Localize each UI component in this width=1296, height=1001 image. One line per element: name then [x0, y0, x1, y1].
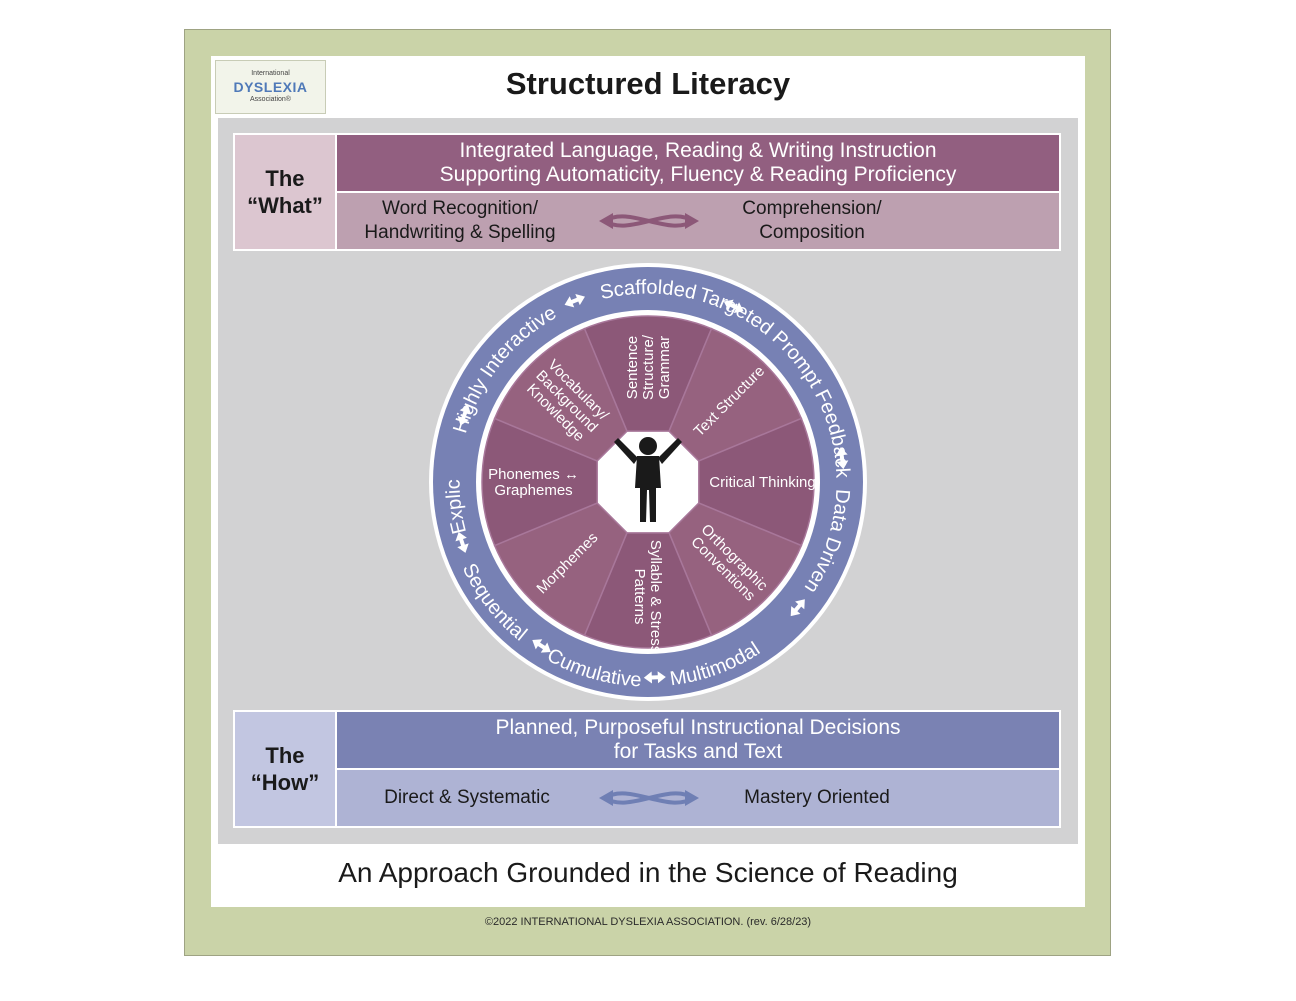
- what-left-line1: Word Recognition/: [382, 198, 538, 219]
- ring-double-arrow-icon: [723, 299, 744, 313]
- how-label: The “How”: [235, 712, 335, 826]
- wedge-label-text: Syllable & Stress: [647, 540, 664, 653]
- what-left-text: Word Recognition/ Handwriting & Spelling: [337, 193, 583, 249]
- what-separator: [337, 191, 1059, 193]
- ring-double-arrow-icon: [643, 671, 666, 684]
- wedge-label-text: Grammar: [656, 336, 673, 399]
- ring-double-arrow-icon: [790, 599, 805, 617]
- how-separator: [337, 768, 1059, 770]
- what-header: Integrated Language, Reading & Writing I…: [337, 135, 1059, 191]
- how-left: Direct & Systematic: [384, 787, 550, 808]
- what-divider: [335, 135, 337, 249]
- ring-double-arrow-icon: [457, 404, 471, 426]
- what-header-line2: Supporting Automaticity, Fluency & Readi…: [439, 163, 957, 186]
- logo-line2: DYSLEXIA: [233, 79, 308, 95]
- copyright: ©2022 INTERNATIONAL DYSLEXIA ASSOCIATION…: [484, 916, 812, 928]
- how-header-line1: Planned, Purposeful Instructional Decisi…: [495, 716, 901, 739]
- what-label: The “What”: [235, 135, 335, 249]
- what-right-line1: Comprehension/: [742, 198, 882, 219]
- ring-double-arrow-icon: [564, 294, 585, 308]
- how-header: Planned, Purposeful Instructional Decisi…: [337, 712, 1059, 768]
- page-title: Structured Literacy: [505, 66, 791, 101]
- person-figure-icon: [614, 437, 682, 522]
- what-right-text: Comprehension/ Composition: [717, 193, 907, 249]
- how-right-text: Mastery Oriented: [717, 770, 917, 826]
- tagline: An Approach Grounded in the Science of R…: [338, 857, 958, 888]
- how-right: Mastery Oriented: [744, 787, 890, 808]
- ring-double-arrow-icon: [532, 639, 551, 653]
- wedge-label-text: Critical Thinking: [709, 474, 815, 491]
- wedge-label-text: Patterns: [631, 569, 648, 625]
- logo-line3: Association®: [250, 96, 291, 103]
- what-body: Word Recognition/ Handwriting & Spelling…: [337, 193, 1059, 249]
- what-left-line2: Handwriting & Spelling: [364, 222, 556, 243]
- wedge-label-text: Structure/: [640, 334, 657, 400]
- wheel-wedge: [493, 327, 628, 462]
- wedge-label-text: Phonemes ↔: [488, 466, 579, 483]
- wedge-label: Critical Thinking: [709, 474, 815, 491]
- how-section: The “How” Planned, Purposeful Instructio…: [233, 710, 1061, 828]
- ring-double-arrow-icon: [835, 447, 849, 470]
- wedge-label-text: Graphemes: [494, 482, 572, 499]
- how-divider: [335, 712, 337, 826]
- how-double-arrow-icon: [599, 790, 699, 806]
- logo-line1: International: [251, 70, 290, 77]
- what-double-arrow-icon: [599, 213, 699, 229]
- wedge-label: Phonemes ↔Graphemes: [488, 466, 579, 499]
- how-left-text: Direct & Systematic: [357, 770, 577, 826]
- what-header-line1: Integrated Language, Reading & Writing I…: [459, 139, 937, 162]
- what-section: The “What” Integrated Language, Reading …: [233, 133, 1061, 251]
- wedge-label-text: Sentence: [624, 336, 641, 399]
- ring-double-arrow-icon: [455, 531, 469, 553]
- what-right-line2: Composition: [759, 222, 865, 243]
- ida-logo: International DYSLEXIA Association®: [215, 60, 326, 114]
- how-header-line2: for Tasks and Text: [613, 740, 783, 763]
- how-body: Direct & Systematic Mastery Oriented: [337, 770, 1059, 826]
